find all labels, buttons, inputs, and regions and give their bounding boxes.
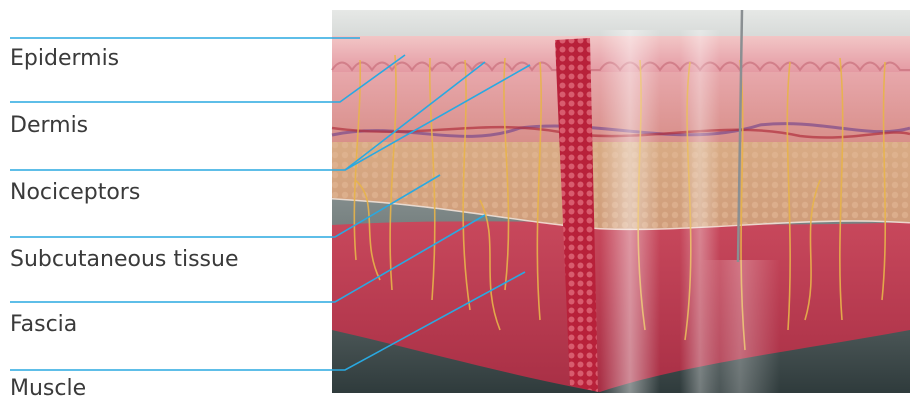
tissue-block bbox=[332, 10, 910, 400]
label-nociceptors: Nociceptors bbox=[10, 180, 140, 205]
label-dermis: Dermis bbox=[10, 113, 88, 138]
label-muscle: Muscle bbox=[10, 376, 86, 401]
label-fascia: Fascia bbox=[10, 312, 77, 337]
label-epidermis: Epidermis bbox=[10, 46, 119, 71]
label-subcutaneous-tissue: Subcutaneous tissue bbox=[10, 247, 239, 272]
